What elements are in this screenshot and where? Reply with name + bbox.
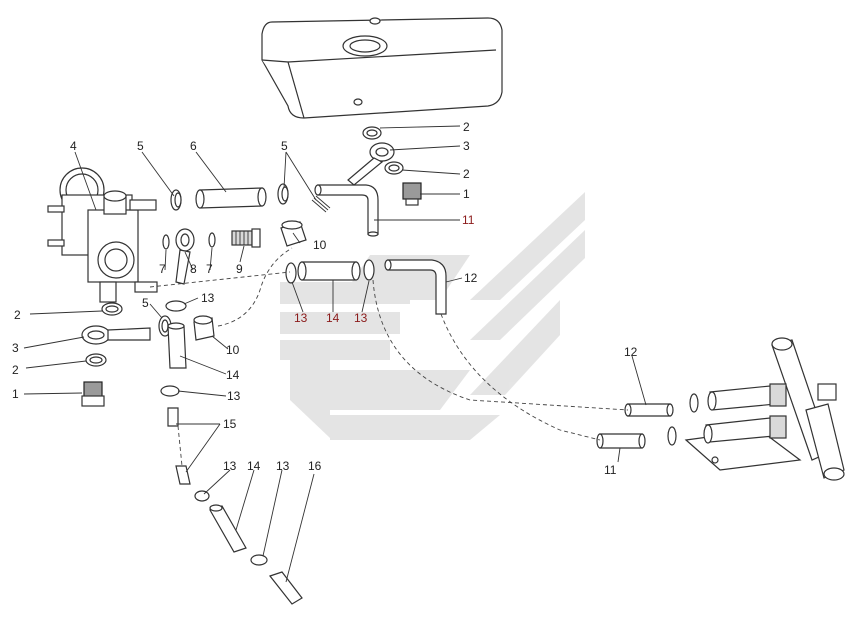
callout-4: 4 — [70, 139, 77, 153]
part-5-clamp-a — [170, 189, 182, 211]
spring-pin — [311, 195, 331, 213]
part-13-clamp-lower-a — [194, 490, 210, 502]
callout-2: 2 — [463, 167, 470, 181]
part-14-hose-center — [297, 261, 361, 281]
part-13-clamp-left-a — [165, 300, 187, 312]
part-12-hose-right — [624, 403, 674, 417]
callout-13: 13 — [227, 389, 241, 403]
part-14-hose-lower — [209, 504, 247, 553]
callout-5: 5 — [281, 139, 288, 153]
fuel-tank — [261, 17, 503, 119]
callout-1: 1 — [12, 387, 19, 401]
clamp-right-a — [689, 393, 699, 413]
part-7-washer-a — [162, 234, 170, 250]
callout-13: 13 — [294, 311, 308, 325]
callout-10: 10 — [226, 343, 240, 357]
callout-7: 7 — [206, 262, 213, 276]
part-13-clamp-center-a — [285, 262, 297, 284]
callout-6: 6 — [190, 139, 197, 153]
part-1-bolt-top — [402, 182, 422, 206]
routing-lines — [149, 247, 629, 467]
part-8-banjo-fitting — [175, 228, 195, 285]
pump-assembly — [47, 167, 158, 303]
callout-labels: 2 3 2 1 11 12 4 5 6 5 10 7 8 7 9 13 14 1… — [12, 120, 638, 477]
callout-11: 11 — [604, 463, 617, 477]
part-13-clamp-center-b — [363, 259, 375, 281]
callout-10: 10 — [313, 238, 327, 252]
callout-13: 13 — [223, 459, 237, 473]
part-1-bolt-left — [81, 381, 105, 407]
callout-2: 2 — [14, 308, 21, 322]
part-12-bent-pipe — [384, 259, 447, 315]
callout-5: 5 — [142, 296, 149, 310]
callout-3: 3 — [463, 139, 470, 153]
part-3-banjo-left — [81, 325, 151, 345]
part-15-connector-top — [167, 407, 179, 427]
part-2-washer-left-a — [101, 302, 123, 316]
part-14-hose-left — [167, 322, 187, 369]
callout-12: 12 — [624, 345, 638, 359]
part-11-bent-pipe — [314, 184, 379, 237]
callout-5: 5 — [137, 139, 144, 153]
callout-16: 16 — [308, 459, 322, 473]
manifold-assembly — [684, 337, 845, 481]
callout-14: 14 — [326, 311, 340, 325]
part-15-connector-bottom — [175, 465, 191, 485]
part-13-clamp-left-b — [160, 385, 180, 397]
callout-8: 8 — [190, 262, 197, 276]
callout-2: 2 — [463, 120, 470, 134]
part-10-coupling-bottom — [193, 315, 215, 341]
part-2-washer-top-b — [384, 161, 404, 175]
callout-3: 3 — [12, 341, 19, 355]
part-16-tube — [269, 571, 303, 605]
callout-13: 13 — [201, 291, 215, 305]
callout-2: 2 — [12, 363, 19, 377]
part-2-washer-left-b — [85, 353, 107, 367]
part-9-bolt — [231, 228, 261, 248]
callout-9: 9 — [236, 262, 243, 276]
callout-13: 13 — [354, 311, 368, 325]
part-13-clamp-lower-b — [250, 554, 268, 566]
callout-11: 11 — [462, 213, 475, 227]
leader-lines — [23, 125, 647, 583]
callout-15: 15 — [223, 417, 237, 431]
part-6-tube — [195, 187, 267, 209]
clamp-right-b — [667, 426, 677, 446]
callout-1: 1 — [463, 187, 470, 201]
callout-12: 12 — [464, 271, 478, 285]
part-7-washer-b — [208, 232, 216, 248]
part-11-hose-right — [596, 433, 646, 449]
part-2-washer-top-a — [362, 126, 382, 140]
callout-13: 13 — [276, 459, 290, 473]
callout-7: 7 — [159, 262, 166, 276]
part-5-clamp-b — [277, 183, 289, 205]
part-3-banjo-top — [347, 142, 395, 186]
callout-14: 14 — [247, 459, 261, 473]
callout-14: 14 — [226, 368, 240, 382]
